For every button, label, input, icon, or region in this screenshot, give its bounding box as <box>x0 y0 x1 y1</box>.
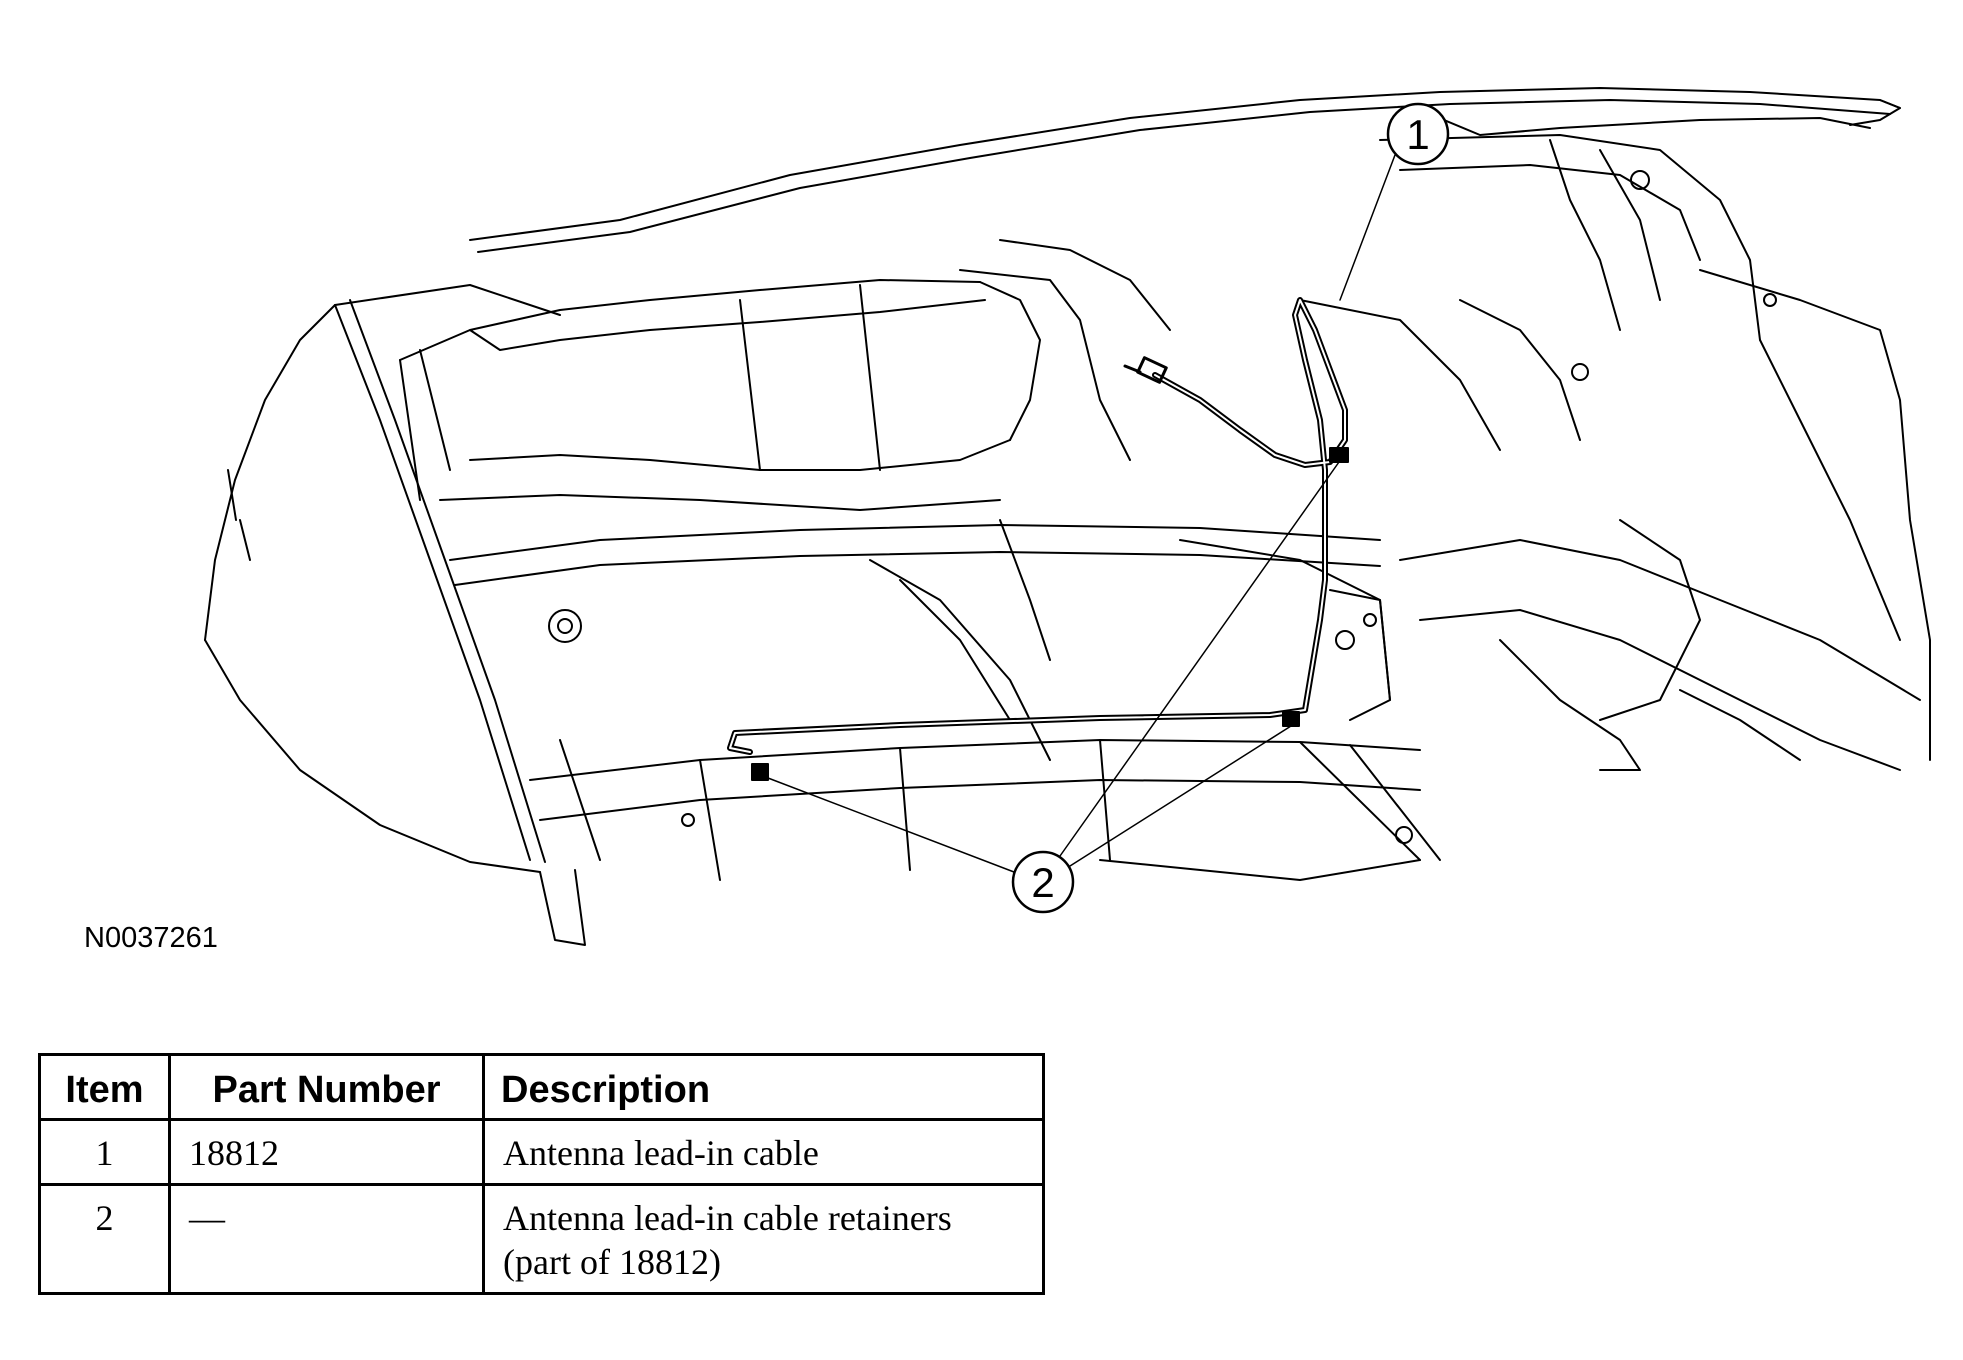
panel-top-edge <box>469 87 1901 253</box>
table-row: 2 — Antenna lead-in cable retainers (par… <box>38 1183 1045 1295</box>
callout-2: 2 <box>767 461 1340 914</box>
figure-id: N0037261 <box>84 922 218 954</box>
instrument-panel-illustration: 1 2 <box>204 87 1931 946</box>
table-header-row: Item Part Number Description <box>38 1053 1045 1121</box>
row-item: 1 <box>38 1118 171 1186</box>
center-bracket <box>869 519 1391 761</box>
right-structure <box>1299 134 1931 771</box>
hvac-duct <box>399 239 1171 511</box>
cable-retainers <box>751 447 1349 781</box>
svg-text:1: 1 <box>1406 111 1429 158</box>
svg-text:2: 2 <box>1031 859 1054 906</box>
table-row: 1 18812 Antenna lead-in cable <box>38 1118 1045 1186</box>
row-description: Antenna lead-in cable retainers (part of… <box>482 1183 1045 1295</box>
retainer-clip-lower <box>751 763 769 781</box>
parts-table: Item Part Number Description 1 18812 Ant… <box>38 1053 1045 1295</box>
row-item: 2 <box>38 1183 171 1295</box>
retainer-clip-middle <box>1282 711 1300 727</box>
callout-1: 1 <box>1339 102 1450 301</box>
header-item: Item <box>38 1053 171 1121</box>
retainer-clip-upper <box>1329 447 1349 463</box>
left-end-panel <box>204 284 586 946</box>
header-description: Description <box>482 1053 1045 1121</box>
row-part-number: — <box>168 1183 485 1295</box>
header-part-number: Part Number <box>168 1053 485 1121</box>
row-description: Antenna lead-in cable <box>482 1118 1045 1186</box>
row-part-number: 18812 <box>168 1118 485 1186</box>
cross-car-beam <box>449 524 1441 881</box>
antenna-lead-in-cable <box>727 297 1348 755</box>
